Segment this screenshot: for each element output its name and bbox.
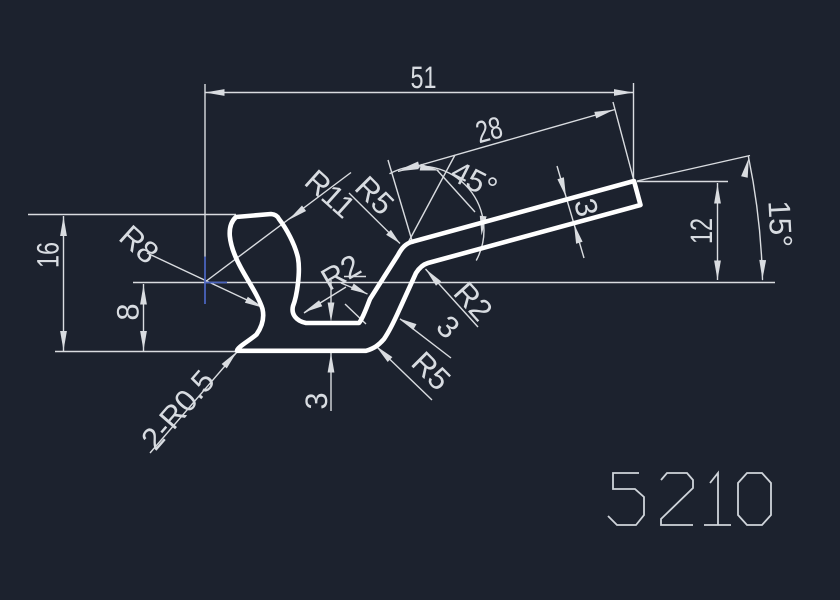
svg-text:3: 3 — [299, 392, 334, 409]
svg-text:15°: 15° — [761, 200, 798, 249]
svg-text:16: 16 — [30, 242, 65, 268]
svg-text:12: 12 — [684, 218, 719, 244]
svg-text:51: 51 — [411, 60, 437, 95]
svg-text:8: 8 — [110, 303, 145, 320]
